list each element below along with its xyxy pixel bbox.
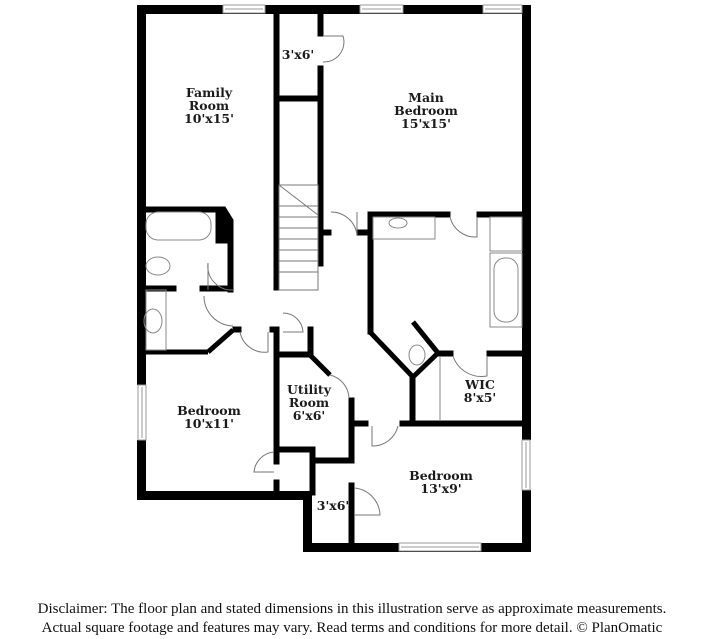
interior-walls [145,13,523,544]
main-vanity [372,216,436,240]
hall-tub [145,211,212,241]
disclaimer-line-2: Actual square footage and features may v… [41,620,663,636]
room-label-bedroom-left: Bedroom 10'x11' [177,403,241,431]
main-toilet [408,344,426,366]
room-label-family-room: Family Room 10'x15' [184,85,234,126]
floor-plan [137,4,531,552]
main-sink [388,217,408,229]
room-label-main-bedroom: Main Bedroom 15'x15' [394,90,458,131]
room-label-wic: WIC 8'x5' [463,377,497,405]
hall-toilet [145,256,171,276]
hall-vanity [145,289,167,351]
fixtures [143,211,523,421]
hall-sink [143,308,163,334]
room-label-bedroom-right: Bedroom 13'x9' [409,468,473,496]
main-tub [489,252,523,328]
windows [137,4,531,552]
shower [489,216,523,252]
disclaimer: Disclaimer: The floor plan and stated di… [0,600,704,638]
room-label-closet-bottom: 3'x6' [316,498,350,513]
doors [203,35,488,516]
stairs [278,184,319,291]
disclaimer-line-1: Disclaimer: The floor plan and stated di… [37,601,667,617]
room-label-closet-top: 3'x6' [281,47,315,62]
room-label-utility-room: Utility Room 6'x6' [287,382,331,423]
